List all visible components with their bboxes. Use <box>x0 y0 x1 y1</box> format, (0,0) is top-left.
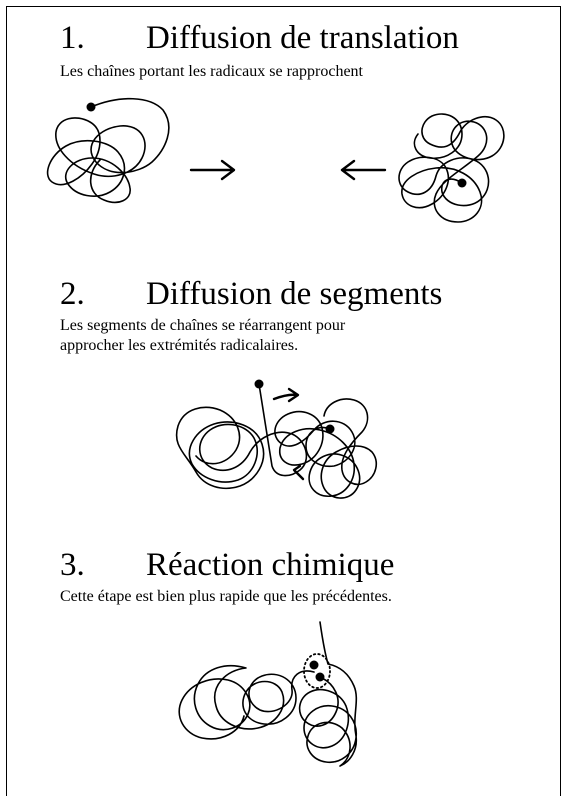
step-2-right-radical-dot <box>326 425 335 434</box>
step-3-radical-dot-1 <box>310 661 319 670</box>
step-1-left-arrow <box>342 161 385 179</box>
step-3-right-coil <box>300 622 357 766</box>
step-1-right-coil <box>399 114 504 222</box>
step-1-left-radical-dot <box>87 103 96 112</box>
step-2-left-radical-dot <box>255 380 264 389</box>
step-1-left-coil <box>48 99 169 203</box>
step-3-left-coil <box>179 666 314 739</box>
step-2-movement-arrow <box>274 389 298 401</box>
step-1-right-arrow <box>191 161 234 179</box>
step-3-radical-dot-2 <box>316 673 325 682</box>
step-1-right-radical-dot <box>458 179 467 188</box>
step-2-right-coil <box>275 399 376 498</box>
